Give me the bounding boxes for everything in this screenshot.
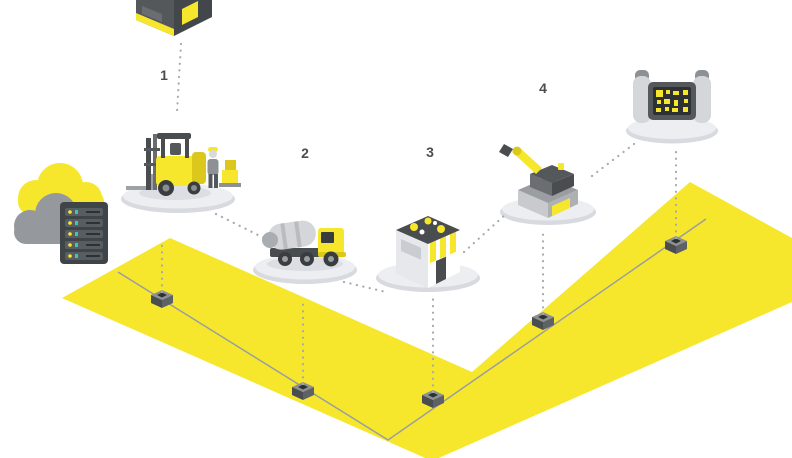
iot-node-icon [292,382,314,400]
step-labels: 1 2 3 4 [160,67,547,161]
worker-icon [207,147,219,188]
pallet-boxes-icon [219,160,241,187]
flow-connector [342,280,388,294]
step-label-1: 1 [160,67,168,83]
iot-nodes [151,236,687,408]
truck-station [253,220,357,284]
qr-code-icon [656,90,688,112]
production-machine-icon [499,144,578,218]
factory-icon [136,0,212,36]
flow-connector [462,212,508,254]
server-unit [65,208,103,216]
controller-station [626,70,718,144]
step-label-3: 3 [426,144,434,160]
node-link-lines [160,148,678,394]
mixer-truck-icon [262,220,346,267]
handheld-controller-icon [633,70,711,123]
iot-node-icon [532,312,554,330]
forklift-station [121,133,241,213]
flow-connector [214,212,266,240]
iot-node-icon [422,390,444,408]
flow-connector [175,42,183,114]
iot-node-icon [665,236,687,254]
server-rack-icon [60,202,108,264]
step-label-4: 4 [539,80,547,96]
server-unit [65,230,103,238]
store-icon [396,216,460,288]
forklift-icon [126,133,206,196]
road-center-line [117,218,707,441]
store-station [376,216,480,292]
iot-node-icon [151,290,173,308]
step-label-2: 2 [301,145,309,161]
machine-station [499,144,596,225]
flow-connectors [175,42,636,294]
server-unit [65,219,103,227]
flow-connector [590,142,636,178]
server-unit [65,241,103,249]
server-unit [65,252,103,260]
